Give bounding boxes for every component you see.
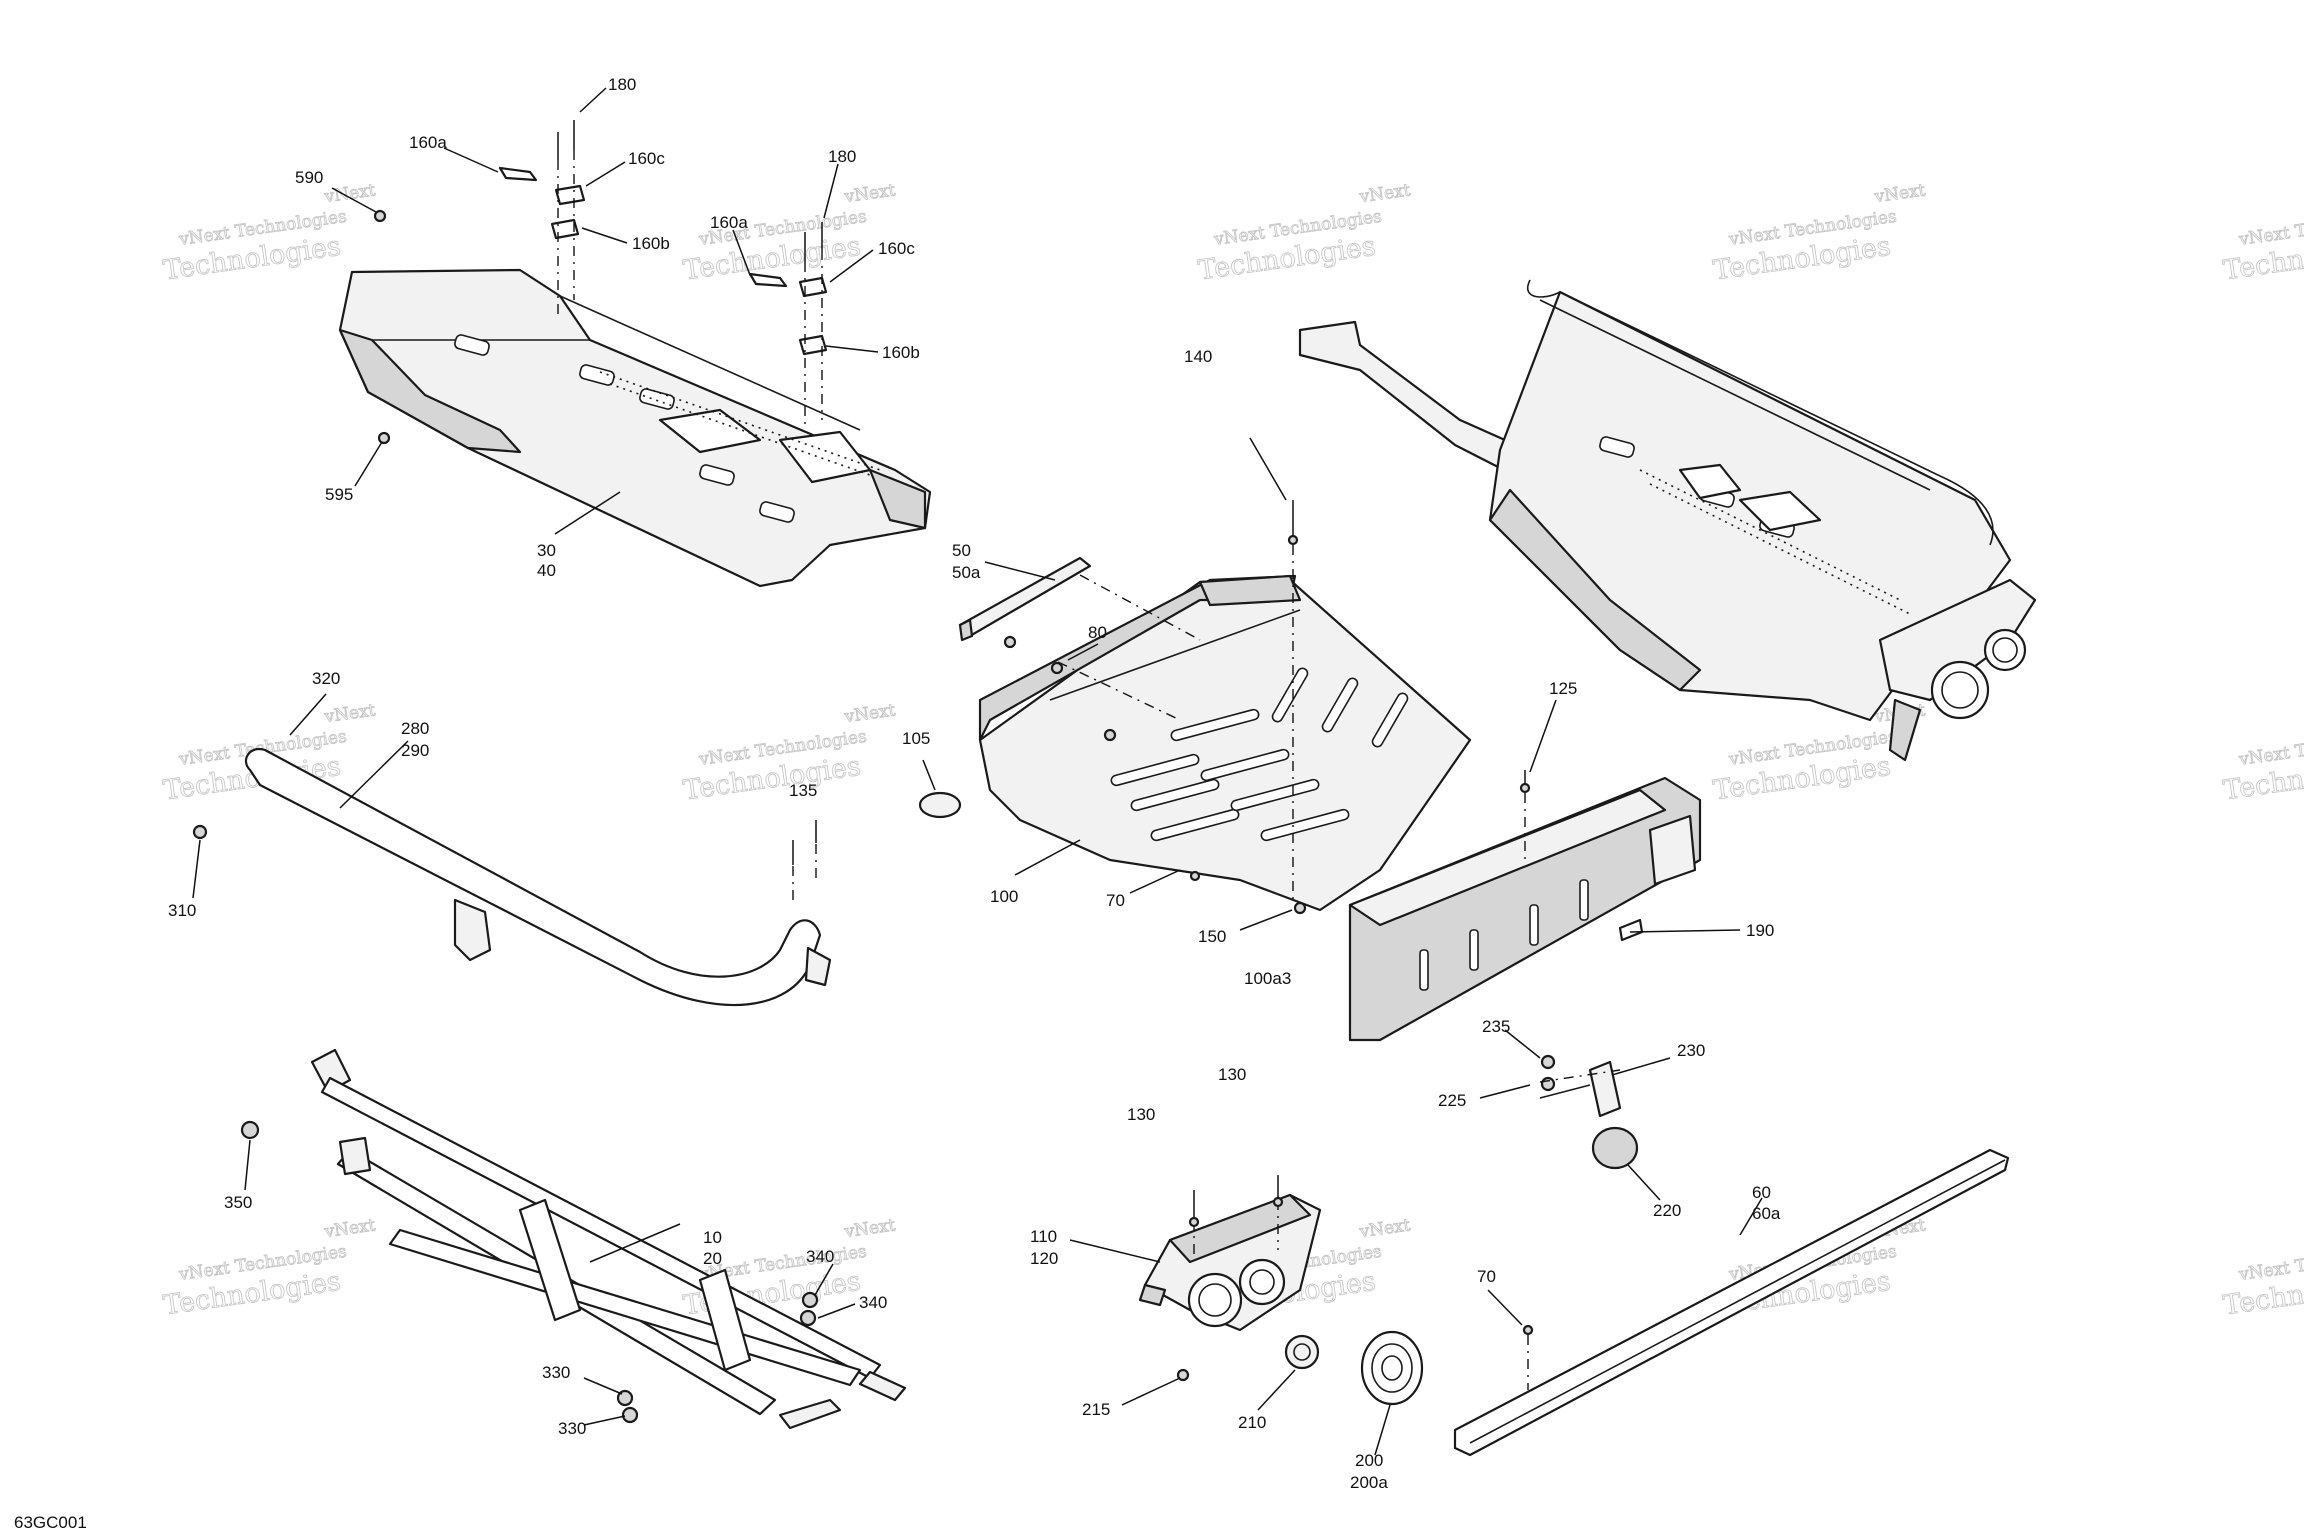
callout-label: 210 — [1238, 1413, 1266, 1432]
callout-label: 125 — [1549, 679, 1577, 698]
svg-text:vNext: vNext — [322, 700, 376, 727]
watermark: vNext Technologies Technologies vNext — [161, 180, 377, 287]
callout-label: 60a — [1752, 1204, 1781, 1223]
callout-label: 220 — [1653, 1201, 1681, 1220]
callout-label: 135 — [789, 781, 817, 800]
rear-bumper-part[interactable] — [192, 747, 832, 1007]
svg-text:vNext: vNext — [842, 1215, 896, 1242]
callout-label: 235 — [1482, 1017, 1510, 1036]
svg-text:vNext Technologies: vNext Technologies — [2237, 1242, 2304, 1285]
latch-hardware-left[interactable] — [373, 120, 586, 445]
bed-pan-part[interactable] — [978, 574, 1472, 912]
watermark: vNext Technologies Technologies vNext — [1711, 180, 1927, 287]
callout-label: 340 — [859, 1293, 887, 1312]
callout-label: 80 — [1088, 623, 1107, 642]
side-rail-part[interactable] — [1453, 1148, 2010, 1457]
frame-part[interactable] — [240, 1048, 907, 1430]
plug-part[interactable] — [918, 791, 962, 819]
callout-label: 350 — [224, 1193, 252, 1212]
fasteners — [792, 500, 1621, 1382]
callout-label: 200 — [1355, 1451, 1383, 1470]
callout-label: 595 — [325, 485, 353, 504]
figure-code: 63GC001 — [14, 1513, 87, 1532]
callout-label: 130 — [1127, 1105, 1155, 1124]
callout-label: 280 — [401, 719, 429, 738]
latch-hardware-right[interactable] — [748, 222, 828, 430]
callout-label: 340 — [806, 1247, 834, 1266]
callout-label: 60 — [1752, 1183, 1771, 1202]
callout-label: 215 — [1082, 1400, 1110, 1419]
callout-label: 20 — [703, 1249, 722, 1268]
callout-label: 230 — [1677, 1041, 1705, 1060]
callout-label: 160a — [409, 133, 447, 152]
watermark: vNext Technologies Technologies vNext — [1196, 180, 1412, 287]
callout-label: 160a — [710, 213, 748, 232]
callout-label: 70 — [1477, 1267, 1496, 1286]
callout-label: 225 — [1438, 1091, 1466, 1110]
callout-label: 120 — [1030, 1249, 1058, 1268]
watermark: vNext Technologies Technologies — [2221, 1241, 2304, 1322]
callout-label: 100 — [990, 887, 1018, 906]
svg-text:vNext: vNext — [322, 180, 376, 207]
callout-label: 200a — [1350, 1473, 1388, 1492]
callout-labels: 180 160a 160c 590 160b 595 30 40 180 160… — [168, 75, 1781, 1492]
svg-text:vNext: vNext — [842, 180, 896, 207]
callout-label: 40 — [537, 561, 556, 580]
light-socket-part[interactable] — [1284, 1334, 1320, 1370]
watermark: vNext Technologies Technologies vNext — [161, 1215, 377, 1322]
callout-label: 330 — [558, 1419, 586, 1438]
cargo-box-assembly-part[interactable] — [1298, 279, 2037, 762]
svg-text:vNext Technologies: vNext Technologies — [2237, 727, 2304, 770]
svg-text:vNext: vNext — [1872, 180, 1926, 207]
callout-label: 100a3 — [1244, 969, 1291, 988]
callout-label: 330 — [542, 1363, 570, 1382]
callout-label: 30 — [537, 541, 556, 560]
callout-label: 110 — [1030, 1227, 1057, 1246]
callout-label: 180 — [608, 75, 636, 94]
callout-label: 190 — [1746, 921, 1774, 940]
callout-label: 140 — [1184, 347, 1212, 366]
reflector-part[interactable] — [1591, 1126, 1639, 1170]
callout-label: 160b — [632, 234, 670, 253]
svg-text:vNext: vNext — [322, 1215, 376, 1242]
callout-label: 160b — [882, 343, 920, 362]
callout-label: 590 — [295, 168, 323, 187]
leader-lines — [192, 87, 1763, 1456]
svg-text:vNext: vNext — [1357, 180, 1411, 207]
watermark: vNext Technologies Technologies vNext — [681, 180, 897, 287]
callout-label: 105 — [902, 729, 930, 748]
callout-label: 70 — [1106, 891, 1125, 910]
cargo-box-part[interactable] — [338, 268, 932, 588]
callout-label: 310 — [168, 901, 196, 920]
svg-text:vNext: vNext — [842, 700, 896, 727]
callout-label: 290 — [401, 741, 429, 760]
bracket-part[interactable] — [958, 556, 1201, 642]
callout-label: 150 — [1198, 927, 1226, 946]
callout-label: 160c — [878, 239, 915, 258]
clearance-light-part[interactable] — [1539, 1054, 1622, 1118]
callout-label: 130 — [1218, 1065, 1246, 1084]
tail-light-housing-part[interactable] — [1138, 1193, 1322, 1332]
callout-label: 320 — [312, 669, 340, 688]
callout-label: 50a — [952, 563, 981, 582]
tailgate-panel-part[interactable] — [1348, 776, 1702, 1042]
callout-label: 10 — [703, 1228, 722, 1247]
lamp-lens-part[interactable] — [1360, 1330, 1424, 1406]
watermark: vNext Technologies Technologies — [2221, 206, 2304, 287]
svg-text:vNext: vNext — [1357, 1215, 1411, 1242]
watermark: vNext Technologies Technologies — [2221, 726, 2304, 807]
callout-label: 50 — [952, 541, 971, 560]
callout-label: 160c — [628, 149, 665, 168]
callout-label: 180 — [828, 147, 856, 166]
svg-text:vNext Technologies: vNext Technologies — [2237, 207, 2304, 250]
